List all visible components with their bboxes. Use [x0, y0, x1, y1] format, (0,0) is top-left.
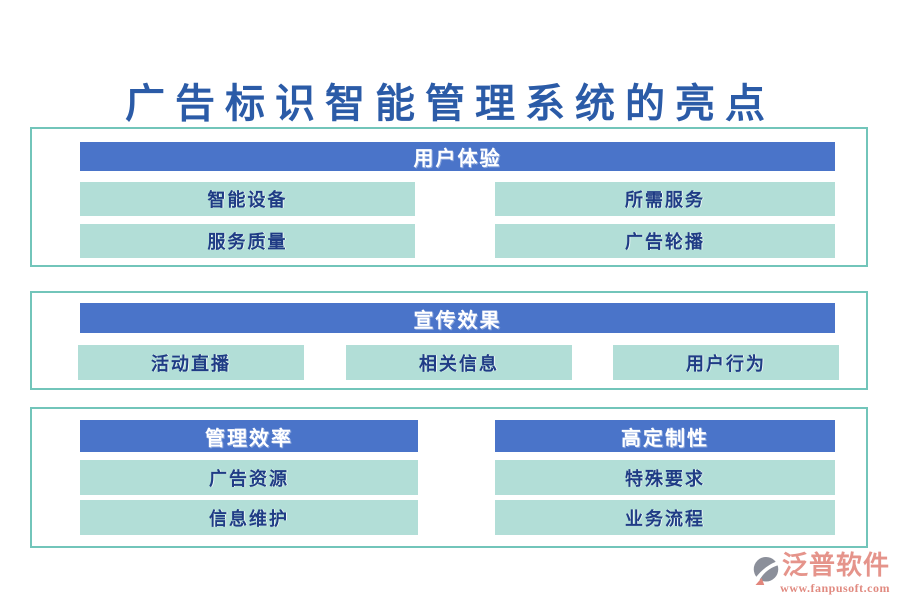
- fanpu-logo-url: www.fanpusoft.com: [780, 581, 890, 595]
- fanpu-logo: 泛普软件 www.fanpusoft.com: [752, 553, 890, 594]
- item-event-livestream: 活动直播: [78, 345, 304, 380]
- item-related-info: 相关信息: [346, 345, 572, 380]
- header-user-experience: 用户体验: [80, 142, 835, 171]
- header-publicity-effect: 宣传效果: [80, 303, 835, 333]
- item-smart-devices: 智能设备: [80, 182, 415, 216]
- item-ad-resources: 广告资源: [80, 460, 418, 495]
- item-special-requirements: 特殊要求: [495, 460, 835, 495]
- item-ad-carousel: 广告轮播: [495, 224, 835, 258]
- section-publicity-effect: 宣传效果 活动直播 相关信息 用户行为: [30, 291, 868, 390]
- section-user-experience: 用户体验 智能设备 所需服务 服务质量 广告轮播: [30, 127, 868, 267]
- section-management-customization: 管理效率 高定制性 广告资源 特殊要求 信息维护 业务流程: [30, 407, 868, 548]
- item-business-process: 业务流程: [495, 500, 835, 535]
- item-service-quality: 服务质量: [80, 224, 415, 258]
- fanpu-logo-text-block: 泛普软件 www.fanpusoft.com: [780, 551, 890, 595]
- item-info-maintenance: 信息维护: [80, 500, 418, 535]
- header-management-efficiency: 管理效率: [80, 420, 418, 452]
- item-required-services: 所需服务: [495, 182, 835, 216]
- fanpu-swirl-icon: [752, 555, 780, 592]
- page-title: 广告标识智能管理系统的亮点: [125, 81, 775, 126]
- item-user-behavior: 用户行为: [613, 345, 839, 380]
- header-high-customizability: 高定制性: [495, 420, 835, 452]
- fanpu-logo-text: 泛普软件: [781, 551, 890, 580]
